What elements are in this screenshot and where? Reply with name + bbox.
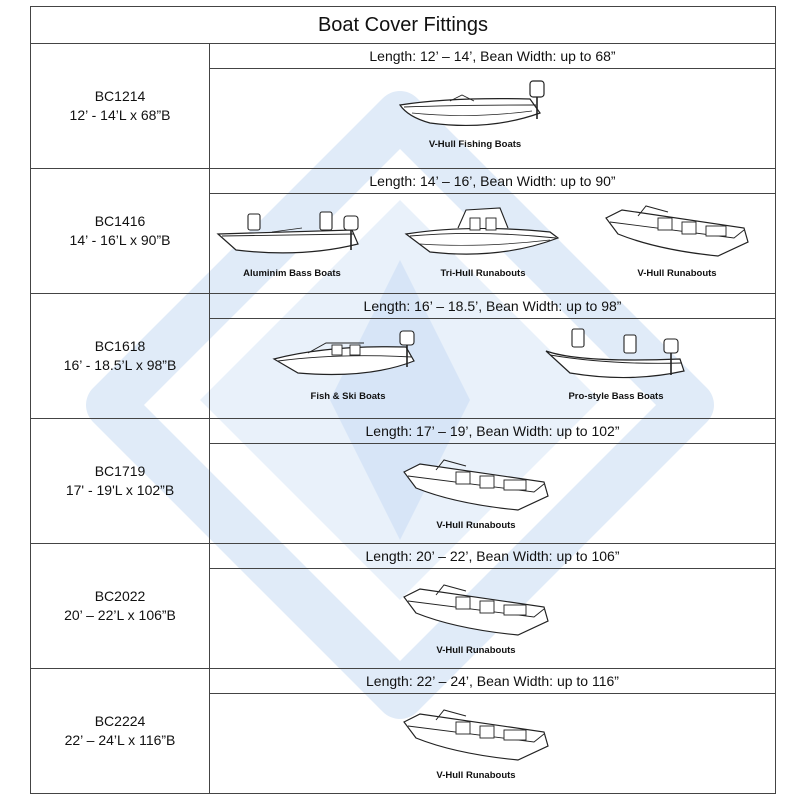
boat-figure: Fish & Ski Boats [268, 325, 428, 402]
table-row: BC2224 22’ – 24’L x 116”B Length: 22’ – … [31, 669, 775, 793]
boat-label: V-Hull Fishing Boats [428, 139, 522, 150]
model-cell: BC2022 20’ – 22’L x 106”B [31, 544, 210, 668]
model-code: BC1214 [94, 88, 146, 104]
boat-group: Aluminim Bass Boats Tri-Hull Runabouts [210, 194, 775, 293]
fittings-table: Boat Cover Fittings BC1214 12’ - 14’L x … [30, 6, 776, 794]
spec-text: Length: 12’ – 14’, Bean Width: up to 68” [210, 44, 775, 69]
boat-label: V-Hull Runabouts [637, 268, 717, 279]
model-size: 12’ - 14’L x 68”B [69, 107, 171, 123]
model-cell: BC1416 14’ - 16’L x 90”B [31, 169, 210, 293]
model-cell: BC1719 17' - 19'L x 102”B [31, 419, 210, 543]
spec-text: Length: 20’ – 22’, Bean Width: up to 106… [210, 544, 775, 569]
table-row: BC2022 20’ – 22’L x 106”B Length: 20’ – … [31, 544, 775, 669]
boat-label: V-Hull Runabouts [436, 520, 516, 531]
boat-group: V-Hull Runabouts [210, 569, 775, 668]
model-cell: BC2224 22’ – 24’L x 116”B [31, 669, 210, 793]
boat-label: Pro-style Bass Boats [568, 391, 664, 402]
v-hull-runabout-icon [403, 459, 549, 511]
boat-figure: V-Hull Runabouts [598, 194, 756, 279]
model-size: 22’ – 24’L x 116”B [64, 732, 176, 748]
model-code: BC1719 [94, 463, 146, 479]
boat-group: V-Hull Runabouts [210, 694, 775, 793]
boat-figure: V-Hull Fishing Boats [390, 75, 560, 150]
model-code: BC2224 [94, 713, 146, 729]
v-hull-runabout-icon [403, 709, 549, 761]
model-cell: BC1618 16’ - 18.5’L x 98”B [31, 294, 210, 418]
boat-label: V-Hull Runabouts [436, 770, 516, 781]
boat-figure: Tri-Hull Runabouts [400, 198, 566, 279]
v-hull-runabout-icon [605, 205, 749, 257]
table-row: BC1214 12’ - 14’L x 68”B Length: 12’ – 1… [31, 44, 775, 169]
spec-text: Length: 17’ – 19’, Bean Width: up to 102… [210, 419, 775, 444]
spec-text: Length: 16’ – 18.5’, Bean Width: up to 9… [210, 294, 775, 319]
table-title: Boat Cover Fittings [31, 7, 775, 44]
boat-figure: V-Hull Runabouts [396, 698, 556, 781]
boat-figure: Pro-style Bass Boats [540, 321, 692, 402]
spec-text: Length: 14’ – 16’, Bean Width: up to 90” [210, 169, 775, 194]
model-size: 14’ - 16’L x 90”B [69, 232, 171, 248]
tri-hull-runabout-icon [404, 207, 560, 255]
model-cell: BC1214 12’ - 14’L x 68”B [31, 44, 210, 168]
pro-style-bass-boat-icon [545, 328, 685, 379]
spec-text: Length: 22’ – 24’, Bean Width: up to 116… [210, 669, 775, 694]
table-row: BC1719 17' - 19'L x 102”B Length: 17’ – … [31, 419, 775, 544]
model-size: 17' - 19'L x 102”B [65, 482, 175, 498]
aluminum-bass-boat-icon [216, 211, 359, 254]
model-code: BC1416 [94, 213, 146, 229]
boat-figure: Aluminim Bass Boats [212, 200, 372, 279]
table-row: BC1618 16’ - 18.5’L x 98”B Length: 16’ –… [31, 294, 775, 419]
v-hull-fishing-boat-icon [398, 80, 545, 127]
model-code: BC1618 [94, 338, 146, 354]
boat-label: Fish & Ski Boats [310, 391, 386, 402]
model-code: BC2022 [94, 588, 146, 604]
boat-label: V-Hull Runabouts [436, 645, 516, 656]
boat-figure: V-Hull Runabouts [396, 573, 556, 656]
boat-label: Aluminim Bass Boats [243, 268, 341, 279]
boat-group: V-Hull Runabouts [210, 444, 775, 543]
v-hull-runabout-icon [403, 584, 549, 636]
boat-group: V-Hull Fishing Boats [210, 69, 775, 168]
table-row: BC1416 14’ - 16’L x 90”B Length: 14’ – 1… [31, 169, 775, 294]
boat-label: Tri-Hull Runabouts [440, 268, 526, 279]
model-size: 16’ - 18.5’L x 98”B [63, 357, 177, 373]
boat-figure: V-Hull Runabouts [396, 448, 556, 531]
model-size: 20’ – 22’L x 106”B [64, 607, 176, 623]
fish-ski-boat-icon [272, 330, 415, 376]
boat-group: Fish & Ski Boats Pro-style Bass Boats [210, 319, 775, 418]
